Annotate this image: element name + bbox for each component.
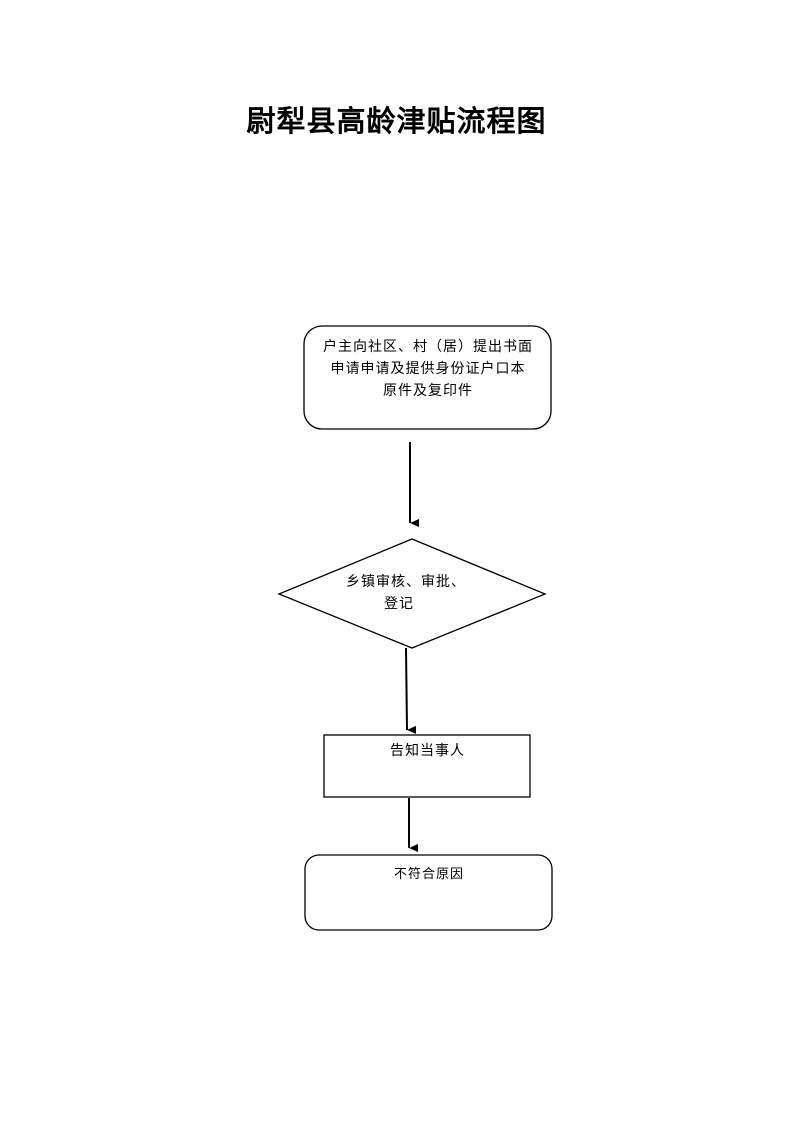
reason-step-text: 不符合原因: [306, 864, 552, 886]
review-step-line: 登记: [384, 596, 414, 612]
notify-step-text: 告知当事人: [325, 740, 530, 762]
apply-step-box: [303, 325, 552, 430]
review-step-line: 乡镇审核、审批、: [346, 574, 466, 590]
apply-step-text: 户主向社区、村（居）提出书面 申请申请及提供身份证户口本 原件及复印件: [310, 336, 546, 402]
reason-step-box: [304, 854, 553, 931]
arrow-review-to-notify: [405, 647, 417, 734]
apply-step-line: 原件及复印件: [383, 383, 473, 399]
apply-step-line: 户主向社区、村（居）提出书面: [323, 339, 533, 355]
notify-step-line: 告知当事人: [390, 743, 465, 759]
notify-step-box: [323, 734, 531, 798]
reason-step-line: 不符合原因: [393, 867, 464, 882]
page-title: 尉犁县高龄津贴流程图: [246, 104, 547, 138]
review-decision-diamond: [277, 538, 547, 649]
apply-step-line: 申请申请及提供身份证户口本: [330, 361, 526, 377]
review-step-text: 乡镇审核、审批、 登记: [346, 571, 486, 615]
